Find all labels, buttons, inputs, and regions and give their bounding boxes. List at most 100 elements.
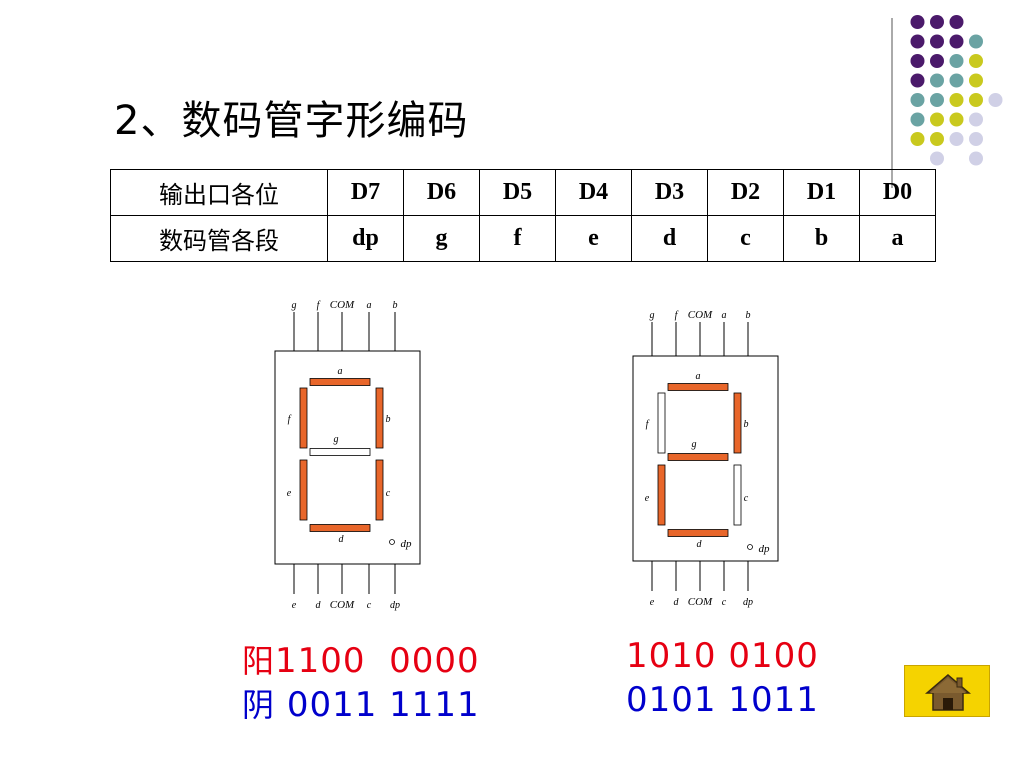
decorative-dot <box>930 93 944 107</box>
right-cathode-code: 0101 1011 <box>626 680 819 720</box>
segment-label-dp: dp <box>759 543 771 555</box>
right-anode-code: 1010 0100 <box>626 636 819 676</box>
table-row: 输出口各位 D7 D6 D5 D4 D3 D2 D1 D0 <box>110 169 936 216</box>
table-cell: c <box>707 215 784 262</box>
segment-label-b: b <box>744 419 749 430</box>
decorative-dot <box>969 93 983 107</box>
table-cell: D4 <box>555 169 632 216</box>
row-header: 数码管各段 <box>110 215 328 262</box>
segment-e <box>299 459 308 521</box>
page-title: 2、数码管字形编码 <box>114 98 469 144</box>
decorative-dot <box>930 132 944 146</box>
decorative-dot <box>910 15 925 29</box>
segment-b <box>733 392 742 454</box>
pin-label: b <box>393 300 398 311</box>
segment-label-d: d <box>339 534 345 545</box>
decorative-dot <box>949 132 964 146</box>
decorative-dot <box>930 54 944 68</box>
segment-label-b: b <box>386 414 391 425</box>
table-cell: a <box>859 215 936 262</box>
decorative-dot <box>910 132 925 146</box>
table-cell: D2 <box>707 169 784 216</box>
pin-label: dp <box>390 600 400 611</box>
pin-label: g <box>650 310 655 321</box>
segment-label-a: a <box>338 366 343 377</box>
decorative-dot <box>949 93 964 107</box>
decorative-dot <box>910 54 925 68</box>
segment-label-e: e <box>287 488 292 499</box>
segment-dp <box>747 544 753 550</box>
anode-label: 阳 <box>242 642 276 680</box>
segment-label-f: f <box>288 414 292 425</box>
decorative-dot <box>949 112 964 127</box>
home-button[interactable] <box>904 665 990 717</box>
pin-label: COM <box>688 596 713 608</box>
pin-label: g <box>292 300 297 311</box>
pin-label: e <box>650 597 655 608</box>
segment-a <box>667 383 729 391</box>
encoding-table: 输出口各位 D7 D6 D5 D4 D3 D2 D1 D0 数码管各段 dp g… <box>110 169 936 262</box>
decorative-dot <box>930 112 944 127</box>
segment-c <box>733 464 742 526</box>
decorative-dot <box>930 151 944 166</box>
pin-label: c <box>722 597 727 608</box>
segment-label-c: c <box>744 493 749 504</box>
segment-c <box>375 459 384 521</box>
row-header: 输出口各位 <box>110 169 328 216</box>
decorative-dot <box>930 73 944 88</box>
decorative-dot <box>949 54 964 68</box>
left-cathode-code-line: 阴 0011 1111 <box>242 680 480 726</box>
segment-label-a: a <box>696 371 701 382</box>
pin-label: a <box>367 300 372 311</box>
segment-f <box>657 392 666 454</box>
pin-label: COM <box>330 299 355 311</box>
decorative-dot <box>969 151 983 166</box>
segment-label-dp: dp <box>401 538 413 550</box>
decorative-dot <box>969 34 983 49</box>
segment-d <box>309 524 371 532</box>
decorative-dot <box>988 93 1003 107</box>
segment-a <box>309 378 371 386</box>
pin-label: dp <box>743 597 753 608</box>
cathode-code: 0011 1111 <box>275 685 480 725</box>
pin-label: c <box>367 600 372 611</box>
pin-label: f <box>675 310 679 321</box>
decorative-dot <box>969 132 983 146</box>
segment-g <box>667 453 729 461</box>
table-cell: dp <box>327 215 404 262</box>
table-row: 数码管各段 dp g f e d c b a <box>110 215 936 262</box>
decorative-dot <box>969 112 983 127</box>
home-icon <box>924 674 972 711</box>
pin-label: d <box>674 597 680 608</box>
table-cell: f <box>479 215 556 262</box>
decorative-dot <box>949 34 964 49</box>
anode-code: 1100 0000 <box>275 641 480 681</box>
decorative-dot <box>910 93 925 107</box>
segment-label-c: c <box>386 488 391 499</box>
pin-label: COM <box>688 309 713 321</box>
segment-label-f: f <box>646 419 650 430</box>
table-cell: D0 <box>859 169 936 216</box>
table-cell: g <box>403 215 480 262</box>
pin-label: f <box>317 300 321 311</box>
decorative-dot-grid <box>910 15 1003 166</box>
cathode-label: 阴 <box>242 686 276 724</box>
segment-g <box>309 448 371 456</box>
segment-label-d: d <box>697 539 703 550</box>
pin-label: a <box>722 310 727 321</box>
decorative-dot <box>910 34 925 49</box>
left-anode-code-line: 阳1100 0000 <box>242 636 480 682</box>
segment-dp <box>389 539 395 545</box>
segment-d <box>667 529 729 537</box>
pin-label: e <box>292 600 297 611</box>
decorative-dot <box>949 73 964 88</box>
segment-e <box>657 464 666 526</box>
decorative-dot <box>949 15 964 29</box>
segment-label-g: g <box>334 434 339 445</box>
pin-label: d <box>316 600 322 611</box>
table-cell: e <box>555 215 632 262</box>
segment-f <box>299 387 308 449</box>
decorative-dot <box>969 73 983 88</box>
table-cell: D6 <box>403 169 480 216</box>
